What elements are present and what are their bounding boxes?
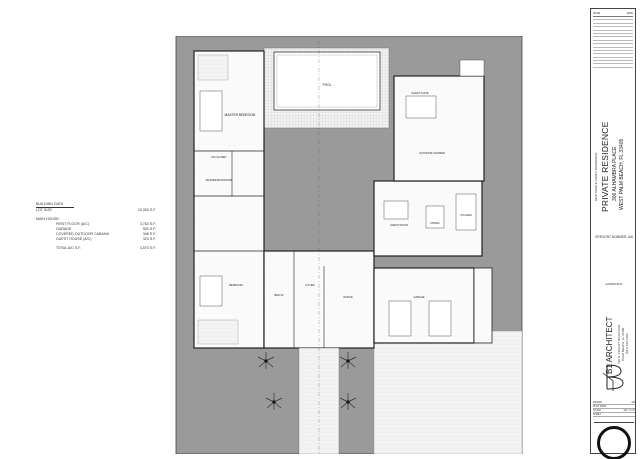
his-closet-label: HIS CLOSET xyxy=(211,155,227,159)
lot-size-value: 10,353 S.F. xyxy=(137,208,156,212)
garage-label: GARAGE xyxy=(56,227,72,231)
date-header: DATE xyxy=(626,12,633,15)
project-subtitle: NEW SINGLE FAMILY RESIDENCE xyxy=(594,152,598,202)
palm-trees xyxy=(257,352,357,410)
meta-scale-key: SCALE xyxy=(593,409,601,412)
main-house-label: MAIN HOUSE: xyxy=(36,217,60,221)
issue-header: ISSUE xyxy=(593,12,601,15)
bedroom-label: BEDROOM xyxy=(229,283,242,287)
garage-value: 500 S.F. xyxy=(142,227,156,231)
garage-label: GARAGE xyxy=(413,295,424,299)
total-ac-value: 3,570 S.F. xyxy=(139,246,156,250)
meta-sheet-key: SHEET xyxy=(593,413,601,416)
pool xyxy=(273,51,381,111)
master-bathroom-label: MASTER BATHROOM xyxy=(206,178,232,182)
guest-house-label: GUEST HOUSE (A/C) xyxy=(56,237,92,241)
revision-table: ISSUE DATE xyxy=(593,12,633,72)
pool-label: POOL xyxy=(323,83,332,87)
foyer-label: FOYER xyxy=(306,283,315,287)
building-data-table: BUILDING DATA LOT SIZE 10,353 S.F. MAIN H… xyxy=(36,202,156,251)
owner-name: GREGORY BOMMER, AIA xyxy=(594,235,634,239)
project-address-line2: WEST PALM BEACH, FL 33405 xyxy=(619,138,625,211)
first-floor-label: FIRST FLOOR (A/C) xyxy=(56,222,90,226)
kitchen-label: KITCHEN xyxy=(460,213,472,217)
lot-size-label: LOT SIZE xyxy=(36,208,52,212)
sheet-number-box xyxy=(594,422,634,459)
meta-plot-key: PLOT DATE xyxy=(593,405,607,408)
guest-suite-label: GUEST SUITE xyxy=(411,91,429,95)
paved-area xyxy=(373,330,523,454)
building-data-title: BUILDING DATA xyxy=(36,202,74,208)
firm-logo-icon xyxy=(602,364,624,391)
meta-scale-value: 1/8" = 1'-0" xyxy=(623,409,635,412)
floor-plan: POOL MASTER BEDROOM HIS CLOSET MASTER BA… xyxy=(174,36,524,454)
cabana-label: COVERED OUTDOOR CABANA xyxy=(56,232,109,236)
project-address-line1: 306 ALHAMBRA PLACE xyxy=(612,146,618,202)
great-room-label: GREAT ROOM xyxy=(390,223,408,227)
guest-suite-block xyxy=(393,75,485,182)
license-number: AA26003271 xyxy=(605,282,623,286)
cabana-value: 346 S.F. xyxy=(142,232,156,236)
sheet-number-circle xyxy=(597,426,631,459)
master-bedroom-label: MASTER BEDROOM xyxy=(225,113,256,117)
dining-label: DINING xyxy=(430,221,439,225)
first-floor-value: 3,763 S.F. xyxy=(139,222,156,226)
project-title: PRIVATE RESIDENCE xyxy=(600,121,610,213)
title-block: ISSUE DATE NEW SINGLE FAMILY RESIDENCE PR… xyxy=(590,8,636,459)
courtyard-grass xyxy=(258,131,398,181)
guest-house-value: 323 S.F. xyxy=(142,237,156,241)
office-label: OFFICE xyxy=(343,295,353,299)
meta-drawn-value: GB xyxy=(631,401,635,404)
meta-drawn-key: DRAWN xyxy=(593,401,602,404)
bed-label: BED 02 xyxy=(275,293,284,297)
total-ac-label: TOTAL A/C S.F. xyxy=(56,246,82,250)
floor-plan-drawing: POOL MASTER BEDROOM HIS CLOSET MASTER BA… xyxy=(175,36,523,454)
outdoor-shower-label: OUTDOOR SHOWER xyxy=(419,151,445,155)
sheet-meta: DRAWN GB PLOT DATE SCALE 1/8" = 1'-0" SHEE… xyxy=(593,401,635,417)
